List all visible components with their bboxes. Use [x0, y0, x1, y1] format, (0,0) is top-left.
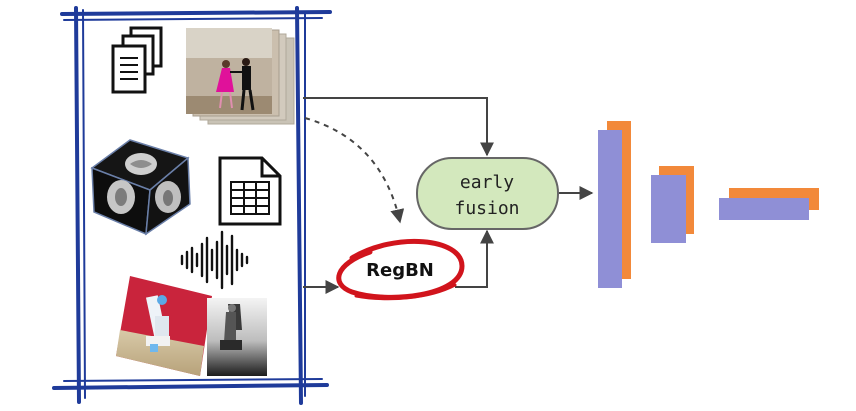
- dancers-video-icon: [186, 28, 295, 125]
- regbn-node: RegBN: [336, 238, 465, 301]
- layer1-purple: [598, 130, 622, 288]
- layer3-purple: [719, 198, 809, 220]
- robot-arm-depth-icon: [207, 298, 267, 376]
- network-layers: [598, 121, 819, 288]
- brain-mri-cube-icon: [90, 139, 191, 236]
- spreadsheet-file-icon: [218, 156, 282, 226]
- early-fusion-node: early fusion: [416, 157, 559, 230]
- documents-icon: [111, 26, 163, 94]
- arrow-regbn-to-fusion: [455, 229, 494, 288]
- early-fusion-label-line2: fusion: [454, 198, 519, 219]
- layer2-purple: [651, 175, 686, 243]
- robot-arm-rgb-icon: [116, 276, 212, 376]
- arrow-frame-to-fusion: [303, 97, 494, 157]
- modalities-frame: [52, 6, 332, 405]
- audio-waveform-icon: [180, 230, 249, 290]
- early-fusion-label-line1: early: [460, 172, 514, 193]
- dashed-arrow-to-regbn: [304, 117, 405, 224]
- regbn-label: RegBN: [366, 260, 434, 281]
- connectors: [303, 97, 594, 294]
